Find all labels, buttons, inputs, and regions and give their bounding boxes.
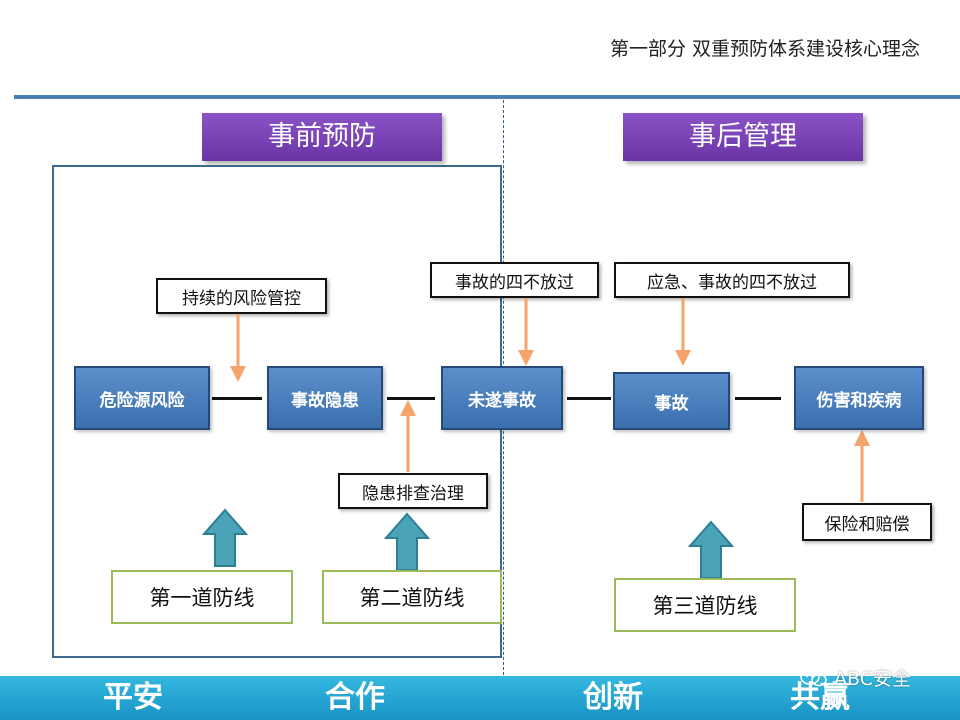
motto-1: 平安 (103, 680, 163, 715)
node-accident: 事故 (613, 372, 730, 430)
defense-arrow-1 (202, 508, 248, 567)
note-risk-control: 持续的风险管控 (156, 278, 327, 314)
four-not-release-arrow (518, 298, 534, 366)
wechat-icon (800, 668, 827, 686)
phase-tab-aftermath: 事后管理 (623, 113, 863, 161)
connector-3 (567, 397, 611, 400)
defense-arrow-2 (384, 512, 430, 571)
defense-line-2: 第二道防线 (322, 570, 502, 624)
node-hazard-risk: 危险源风险 (74, 366, 210, 430)
note-four-not-release: 事故的四不放过 (430, 262, 599, 298)
node-near-miss: 未遂事故 (441, 366, 563, 430)
watermark: ABC安全 (800, 664, 911, 691)
note-insurance: 保险和赔偿 (802, 503, 932, 541)
node-hidden-danger: 事故隐患 (267, 366, 383, 430)
connector-4 (735, 397, 781, 400)
defense-line-3: 第三道防线 (614, 578, 796, 632)
watermark-text: ABC安全 (834, 668, 911, 690)
node-injury-illness: 伤害和疾病 (794, 366, 924, 430)
defense-line-1: 第一道防线 (111, 570, 293, 624)
risk-control-arrow (230, 314, 246, 382)
motto-2: 合作 (325, 680, 385, 715)
motto-4: 共赢 (790, 680, 850, 715)
note-hazard-treatment: 隐患排查治理 (338, 473, 488, 509)
header-rule (14, 95, 960, 99)
connector-2 (387, 397, 435, 400)
footer-bar (0, 676, 960, 720)
insurance-arrow (854, 430, 870, 502)
phase-tab-prevention: 事前预防 (202, 113, 442, 161)
connector-1 (212, 397, 262, 400)
hazard-treatment-arrow (400, 400, 416, 472)
defense-arrow-3 (688, 520, 734, 579)
motto-3: 创新 (583, 680, 643, 715)
header-title: 第一部分 双重预防体系建设核心理念 (609, 38, 920, 60)
emergency-arrow (675, 298, 691, 366)
note-emergency-four-not-release: 应急、事故的四不放过 (614, 262, 850, 298)
